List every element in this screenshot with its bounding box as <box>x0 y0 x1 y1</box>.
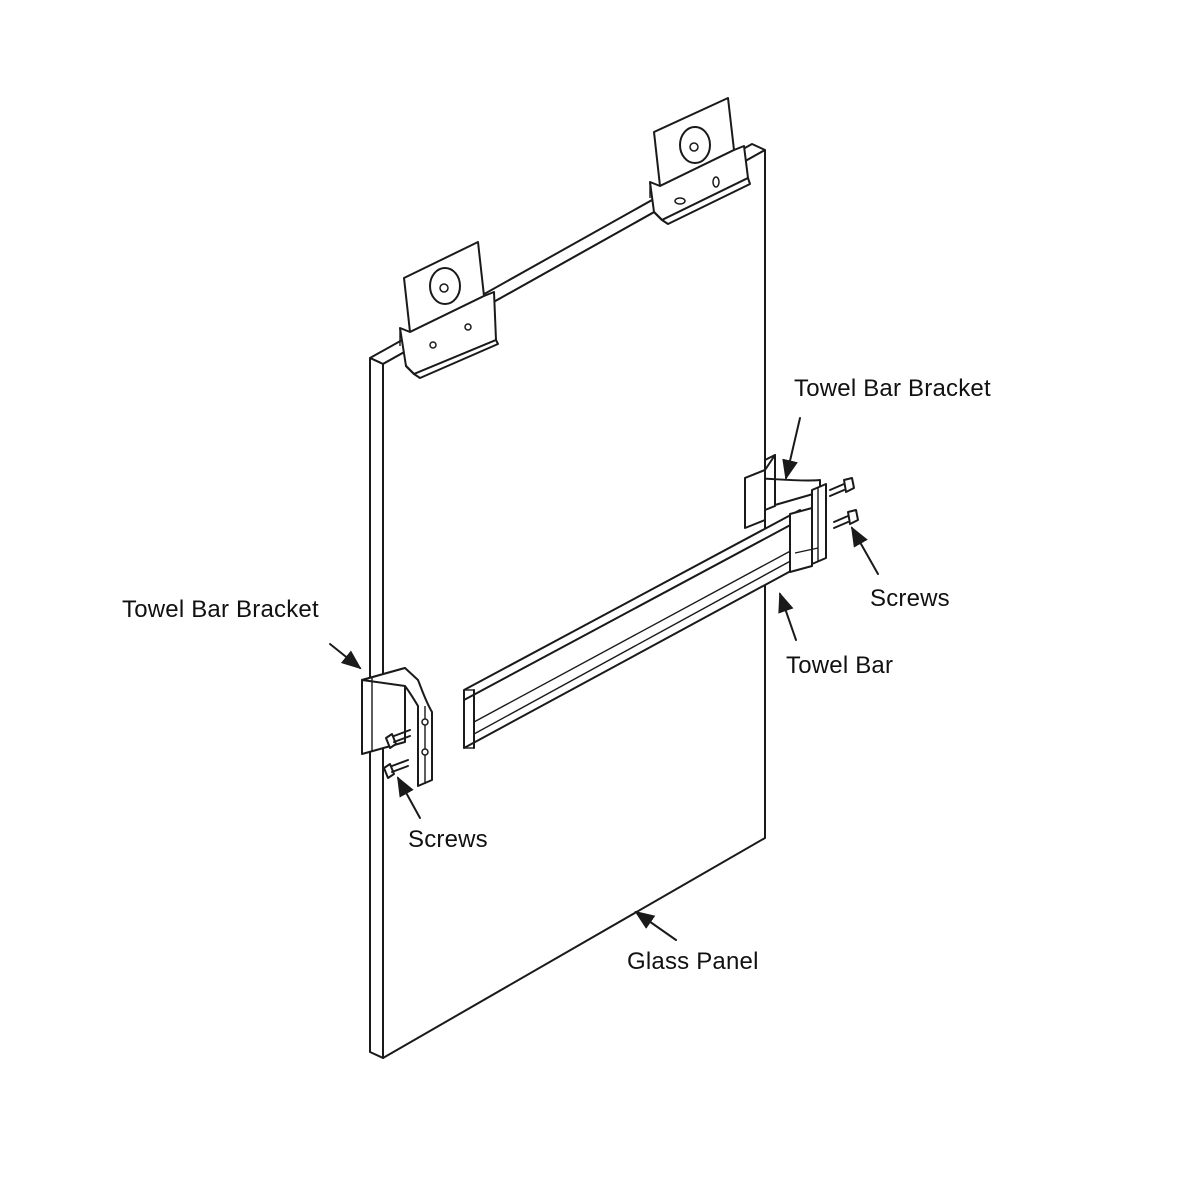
towel-bar <box>463 507 819 749</box>
top-hinge-left <box>399 241 499 379</box>
screw-right-upper <box>829 477 855 497</box>
towel-bar-bracket-right <box>744 454 827 565</box>
arrow-towel-bar <box>778 592 797 641</box>
label-towel-bar: Towel Bar <box>786 652 894 679</box>
label-towel-bar-bracket-left: Towel Bar Bracket <box>122 596 319 623</box>
arrow-screws-left <box>397 776 421 819</box>
label-glass-panel: Glass Panel <box>627 948 759 975</box>
screw-left-upper <box>385 729 411 749</box>
towel-bar-bracket-left <box>361 667 433 787</box>
leader-arrows <box>329 417 879 941</box>
label-screws-right: Screws <box>870 585 950 612</box>
arrow-glass-panel <box>634 910 677 941</box>
arrow-screws-right <box>851 526 879 575</box>
top-hinge-right <box>649 97 751 225</box>
screw-left-lower <box>383 759 409 779</box>
screws-left <box>383 729 411 779</box>
label-towel-bar-bracket-right: Towel Bar Bracket <box>794 375 991 402</box>
screw-right-lower <box>833 509 859 529</box>
screws-right <box>829 477 859 529</box>
arrow-towel-bar-bracket-right <box>782 417 801 480</box>
arrow-towel-bar-bracket-left <box>329 643 362 670</box>
label-screws-left: Screws <box>408 826 488 853</box>
